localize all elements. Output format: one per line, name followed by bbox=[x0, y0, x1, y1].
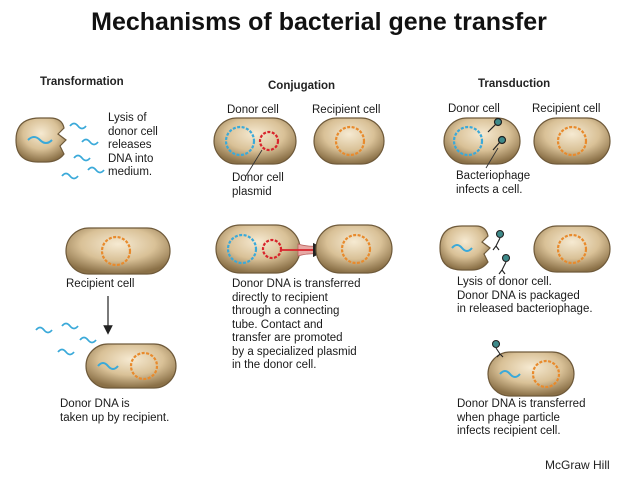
conjugating-donor-cell bbox=[215, 224, 301, 274]
conjugation-donor-cell bbox=[213, 117, 297, 165]
transduction-lysis-text: Lysis of donor cell. Donor DNA is packag… bbox=[457, 276, 593, 315]
transduction-phage-label: Bacteriophage infects a cell. bbox=[456, 170, 531, 196]
released-phage-icon bbox=[492, 229, 511, 275]
lysed-donor-cell bbox=[15, 117, 67, 163]
transformed-recipient-cell bbox=[85, 343, 177, 389]
header-transduction: Transduction bbox=[478, 78, 551, 90]
transformation-uptake-text: Donor DNA is taken up by recipient. bbox=[60, 398, 170, 424]
header-conjugation: Conjugation bbox=[268, 80, 336, 92]
infecting-phage-icon bbox=[491, 339, 504, 358]
conjugation-recipient-cell bbox=[313, 117, 385, 165]
infected-recipient-cell bbox=[487, 351, 575, 397]
plasmid-pointer bbox=[245, 149, 263, 177]
transformation-recipient-cell bbox=[65, 227, 171, 275]
transduction-transfer-text: Donor DNA is transferred when phage part… bbox=[457, 398, 586, 437]
conjugation-recipient-label: Recipient cell bbox=[312, 104, 381, 116]
phage-pointer bbox=[485, 147, 499, 169]
transduction-recipient-cell bbox=[533, 117, 611, 165]
publisher-credit: McGraw Hill bbox=[545, 458, 610, 472]
conjugation-plasmid-label: Donor cell plasmid bbox=[232, 172, 284, 198]
transduction-donor-cell bbox=[443, 117, 521, 165]
transduction-recipient-label: Recipient cell bbox=[532, 103, 601, 115]
conjugation-donor-label: Donor cell bbox=[227, 104, 279, 116]
bacteriophage-icon bbox=[487, 117, 507, 151]
page-title: Mechanisms of bacterial gene transfer bbox=[91, 8, 547, 36]
conjugation-transfer-text: Donor DNA is transferred directly to rec… bbox=[232, 278, 361, 371]
header-transformation: Transformation bbox=[40, 76, 124, 88]
conjugating-recipient-cell bbox=[315, 224, 393, 274]
transduction-donor-label: Donor cell bbox=[448, 103, 500, 115]
lysed-transduction-donor bbox=[439, 225, 491, 271]
transduction-recipient-cell-2 bbox=[533, 225, 611, 273]
free-dna-fragments bbox=[35, 322, 97, 356]
transformation-recipient-label: Recipient cell bbox=[66, 278, 135, 290]
transformation-lysis-text: Lysis of donor cell releases DNA into me… bbox=[108, 112, 158, 178]
released-dna-fragments bbox=[61, 122, 105, 180]
